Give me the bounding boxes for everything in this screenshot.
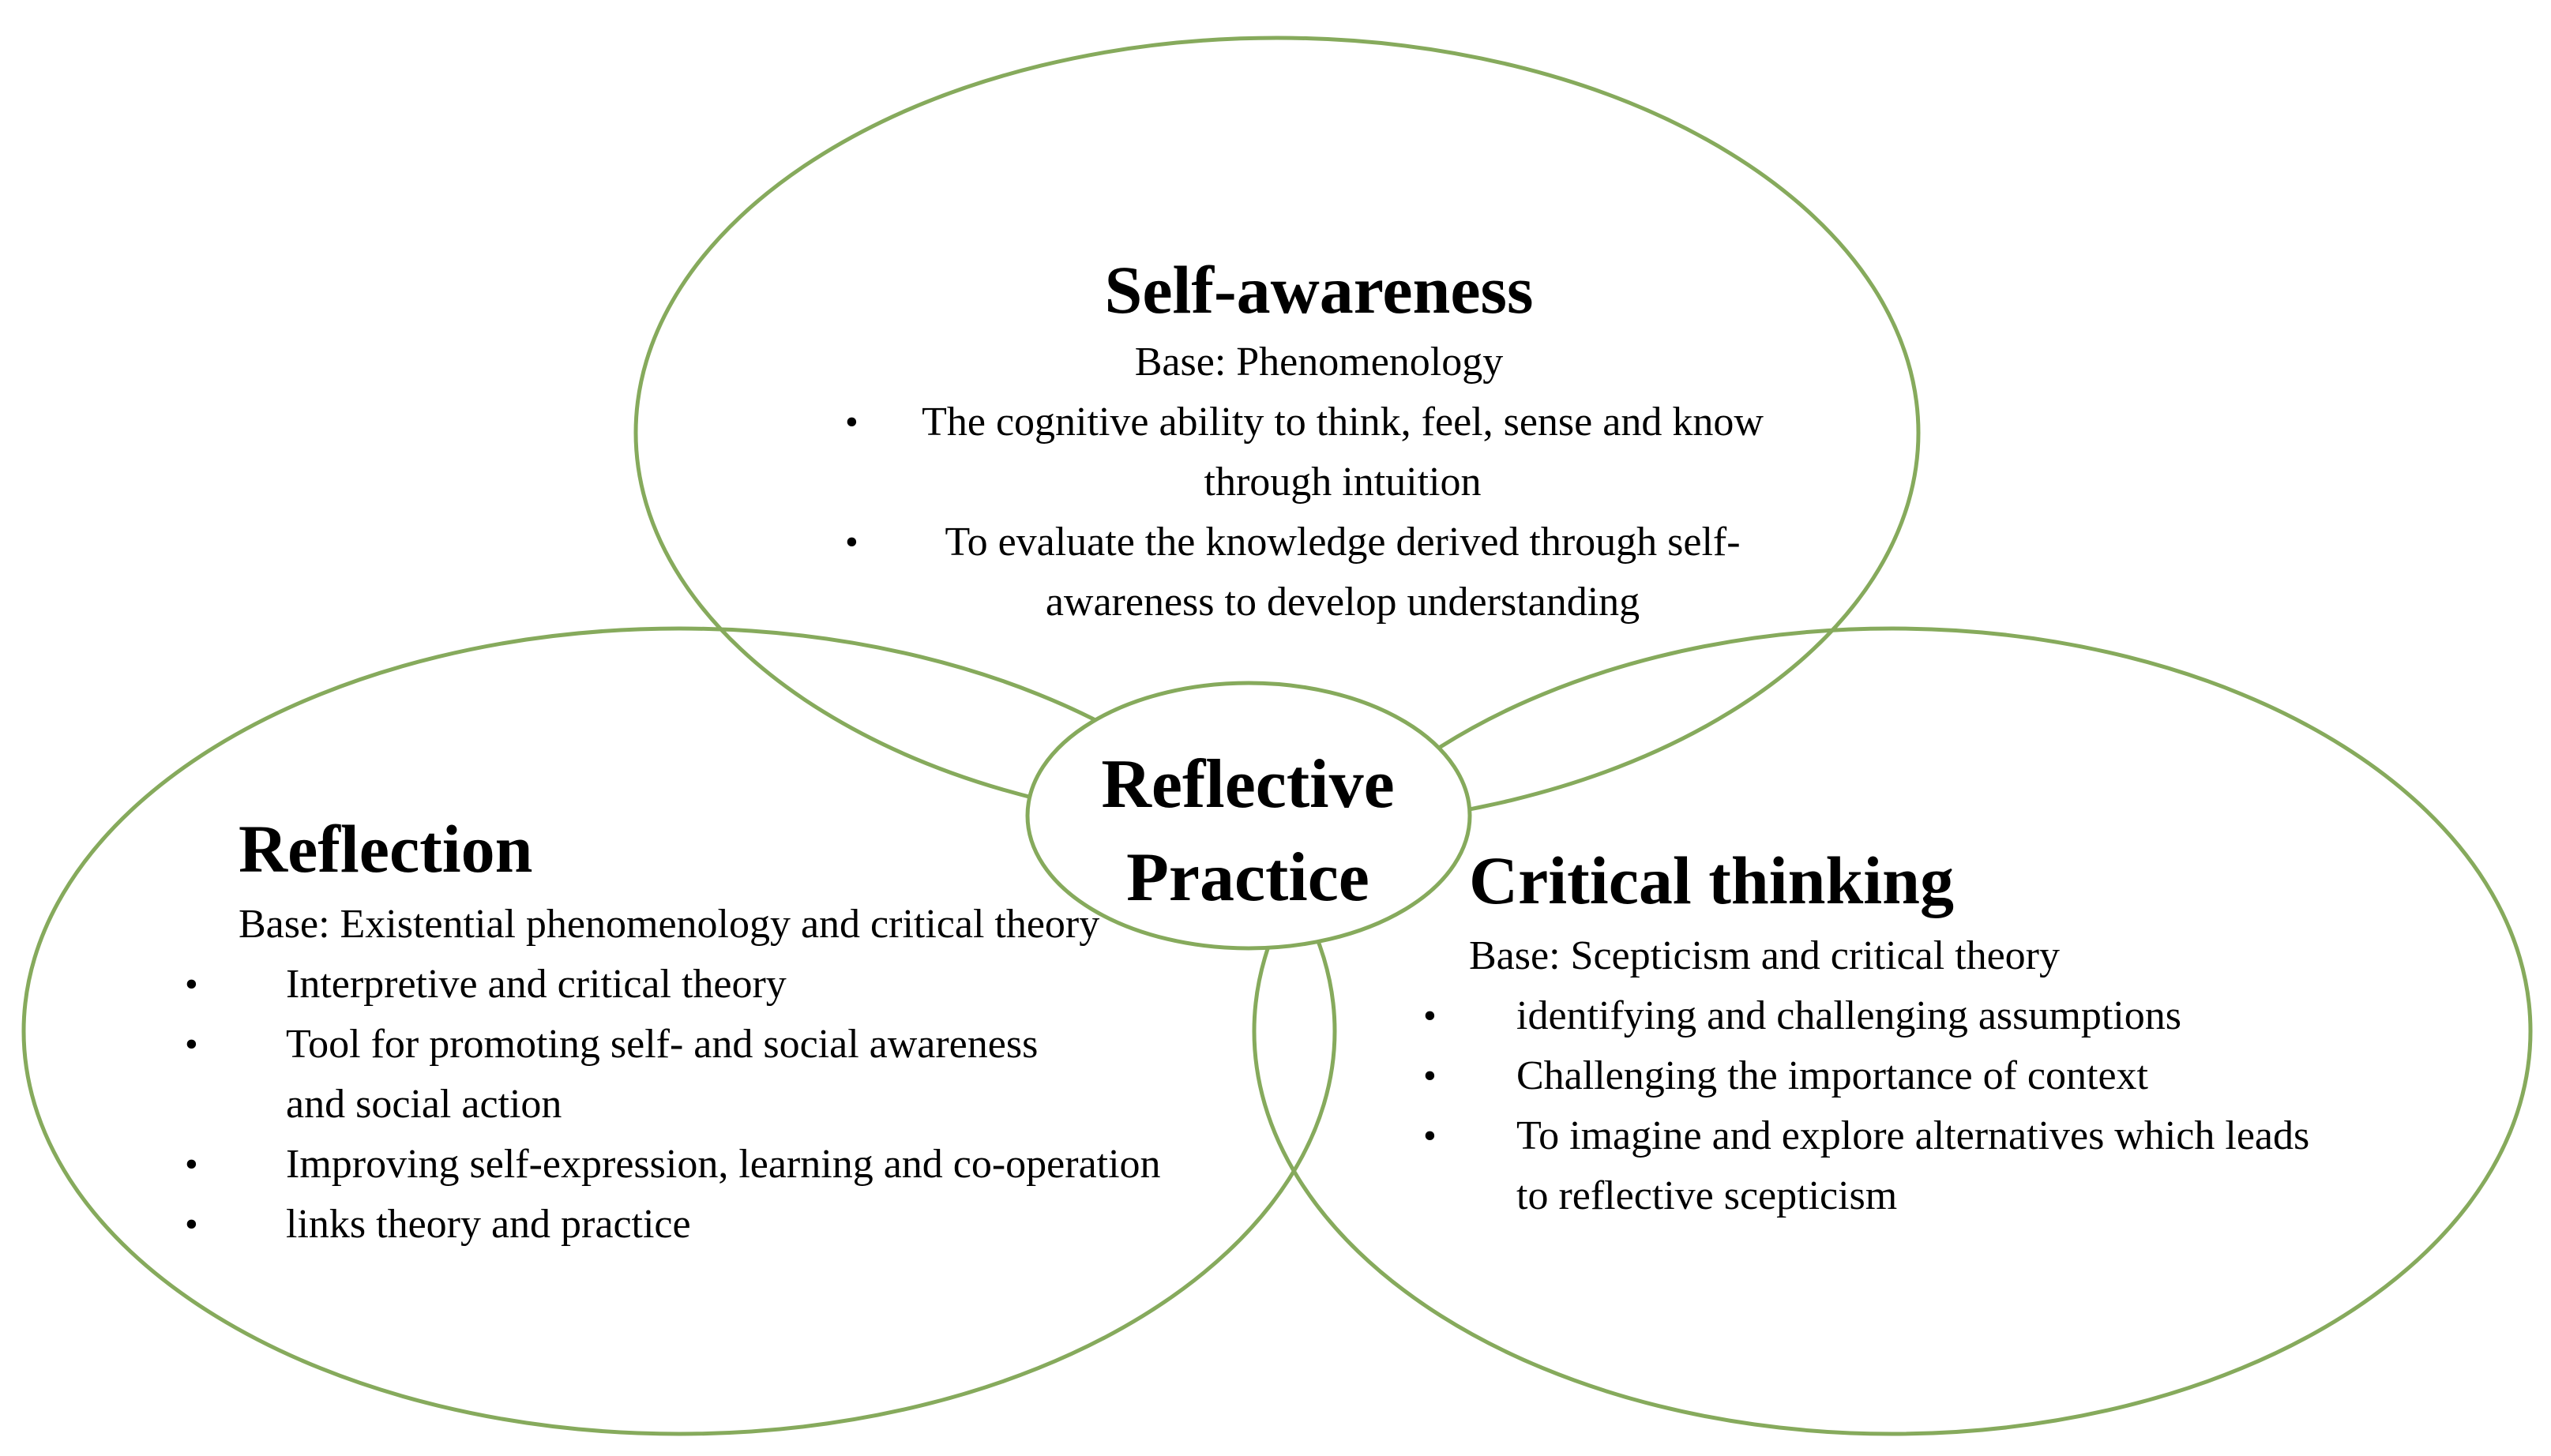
critical-thinking-circle <box>1252 626 2533 1436</box>
reflection-title: Reflection <box>239 811 533 887</box>
self-awareness-bullet-list: • The cognitive ability to think, feel, … <box>821 392 1817 632</box>
list-item: • To imagine and explore alternatives wh… <box>1414 1106 2346 1226</box>
list-item: • To evaluate the knowledge derived thro… <box>821 512 1817 632</box>
list-item: • Tool for promoting self- and social aw… <box>174 1015 1076 1135</box>
bullet-icon: • <box>185 1203 198 1245</box>
center-label-line-1: Reflective <box>1101 746 1395 823</box>
bullet-text: The cognitive ability to think, feel, se… <box>922 399 1764 505</box>
reflective-practice-label: Reflective Practice <box>1027 738 1469 925</box>
bullet-text: Improving self-expression, learning and … <box>286 1141 1161 1187</box>
reflection-bullet-list: • Interpretive and critical theory • Too… <box>174 955 1169 1255</box>
reflection-circle <box>21 626 1337 1436</box>
bullet-icon: • <box>845 520 858 563</box>
bullet-text: Interpretive and critical theory <box>286 961 787 1007</box>
reflective-practice-circle <box>1025 681 1472 951</box>
critical-thinking-title: Critical thinking <box>1469 842 1955 918</box>
bullet-icon: • <box>1423 994 1437 1037</box>
list-item: • Interpretive and critical theory <box>174 955 1169 1015</box>
list-item: • Challenging the importance of context <box>1414 1046 2361 1106</box>
bullet-text: To evaluate the knowledge derived throug… <box>945 519 1741 625</box>
list-item: • identifying and challenging assumption… <box>1414 986 2361 1046</box>
list-item: • The cognitive ability to think, feel, … <box>821 392 1817 512</box>
critical-thinking-base: Base: Scepticism and critical theory <box>1469 933 2060 978</box>
bullet-icon: • <box>185 1023 198 1065</box>
list-item: • links theory and practice <box>174 1195 1169 1255</box>
reflection-base: Base: Existential phenomenology and crit… <box>239 901 1100 947</box>
critical-thinking-block: Critical thinking Base: Scepticism and c… <box>1414 843 2361 1226</box>
self-awareness-block: Self-awareness Base: Phenomenology • The… <box>821 253 1817 632</box>
center-label-line-2: Practice <box>1126 839 1369 916</box>
bullet-text: Tool for promoting self- and social awar… <box>286 1021 1039 1127</box>
self-awareness-title: Self-awareness <box>1104 252 1534 328</box>
bullet-icon: • <box>185 1143 198 1185</box>
list-item: • Improving self-expression, learning an… <box>174 1135 1169 1195</box>
critical-thinking-bullet-list: • identifying and challenging assumption… <box>1414 986 2361 1226</box>
self-awareness-base: Base: Phenomenology <box>1134 339 1504 385</box>
reflection-block: Reflection Base: Existential phenomenolo… <box>174 812 1169 1255</box>
bullet-icon: • <box>1423 1054 1437 1097</box>
bullet-icon: • <box>845 400 858 443</box>
bullet-text: Challenging the importance of context <box>1516 1053 2148 1098</box>
bullet-text: identifying and challenging assumptions <box>1516 993 2181 1038</box>
bullet-text: links theory and practice <box>286 1201 691 1247</box>
bullet-icon: • <box>185 963 198 1005</box>
bullet-text: To imagine and explore alternatives whic… <box>1516 1113 2310 1218</box>
bullet-icon: • <box>1423 1114 1437 1157</box>
